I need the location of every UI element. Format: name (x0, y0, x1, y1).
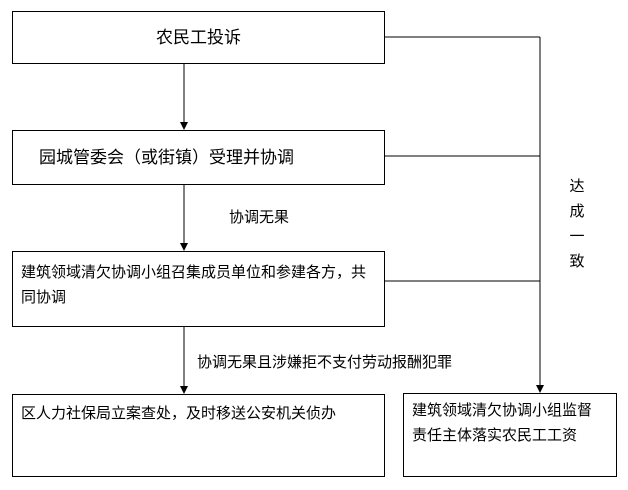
node-complaint-label: 农民工投诉 (156, 27, 241, 48)
edge-label-agreement: 达成一致 (569, 177, 585, 270)
edge-label-no-result: 协调无果 (229, 208, 290, 226)
node-complaint: 农民工投诉 (12, 11, 385, 64)
node-arrears-group-convene: 建筑领域清欠协调小组召集成员单位和参建各方，共同协调 (12, 251, 385, 327)
node-arrears-group-convene-label: 建筑领域清欠协调小组召集成员单位和参建各方，共同协调 (21, 263, 367, 306)
node-supervise-wages-label: 建筑领域清欠协调小组监督责任主体落实农民工工资 (412, 401, 593, 444)
node-park-committee: 园城管委会（或街镇）受理并协调 (12, 130, 385, 185)
node-police-transfer-label: 区人力社保局立案查处，及时移送公安机关侦办 (21, 404, 337, 422)
edge-label-no-result-crime: 协调无果且涉嫌拒不支付劳动报酬犯罪 (197, 353, 453, 371)
node-police-transfer: 区人力社保局立案查处，及时移送公安机关侦办 (12, 394, 385, 477)
node-supervise-wages: 建筑领域清欠协调小组监督责任主体落实农民工工资 (403, 393, 617, 477)
node-park-committee-label: 园城管委会（或街镇）受理并协调 (39, 147, 294, 168)
